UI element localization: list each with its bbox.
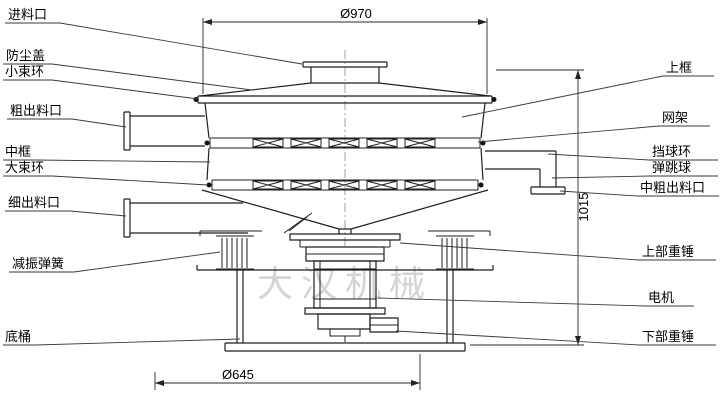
leader-mid-coarse-outlet <box>559 190 719 197</box>
leader-screen-frame <box>477 125 710 143</box>
label-bouncing-ball: 弹跳球 <box>652 160 691 175</box>
leader-feed-inlet <box>5 22 303 65</box>
label-upper-frame: 上框 <box>666 60 692 75</box>
dim-top-diameter-text: Ø970 <box>340 6 372 21</box>
clamp-bolt-right <box>491 97 497 102</box>
leader-damping-spring <box>9 251 221 273</box>
label-fine-outlet: 细出料口 <box>8 195 60 210</box>
label-small-clamp-ring: 小束环 <box>5 64 44 79</box>
label-base-barrel: 底桶 <box>5 329 31 344</box>
dimension-overall-height: 1015 <box>470 69 591 346</box>
label-motor: 电机 <box>648 290 674 305</box>
motor-assembly-drawing <box>283 212 401 342</box>
leader-dust-cover <box>3 63 253 91</box>
upper-mount-plate <box>289 233 401 241</box>
labels-right: 上框 网架 挡球环 弹跳球 中粗出料口 上部重锤 电机 下部重锤 <box>377 60 719 346</box>
clamp-bolt-left <box>193 97 199 102</box>
label-lower-weight: 下部重锤 <box>642 329 694 344</box>
lower-flange <box>304 307 386 315</box>
bottom-rim-drawing <box>199 230 491 236</box>
leader-large-clamp-ring <box>3 175 209 186</box>
leader-middle-frame <box>3 159 211 163</box>
screen-frame-row-upper <box>204 137 486 149</box>
leader-coarse-outlet <box>7 118 127 128</box>
label-middle-frame: 中框 <box>5 144 31 159</box>
leader-motor <box>377 297 694 307</box>
label-damping-spring: 减振弹簧 <box>12 256 64 271</box>
label-ball-stop-ring: 挡球环 <box>652 144 691 159</box>
middle-frame-drawing <box>206 147 484 181</box>
leader-base-barrel <box>3 338 241 346</box>
lower-cone-drawing <box>201 189 489 234</box>
machine-drawing <box>123 61 566 352</box>
dimension-top-diameter: Ø970 <box>202 6 488 94</box>
label-feed-inlet: 进料口 <box>8 7 47 22</box>
damping-spring-left <box>216 235 254 270</box>
base-barrel-drawing <box>196 265 494 352</box>
small-clamp-ring-drawing <box>197 95 493 104</box>
dust-cover-drawing <box>199 82 491 97</box>
leader-lower-weight <box>395 330 716 346</box>
leader-upper-frame <box>461 75 714 118</box>
screen-frame-row-lower <box>206 179 484 191</box>
dimension-bottom-diameter: Ø645 <box>154 354 421 390</box>
top-bracket <box>283 212 313 234</box>
damping-spring-right <box>436 235 474 270</box>
leader-ball-stop-ring <box>547 153 718 161</box>
label-screen-frame: 网架 <box>662 110 688 125</box>
leader-upper-weight <box>399 242 716 261</box>
leader-small-clamp-ring <box>3 79 199 100</box>
fine-outlet-drawing <box>123 198 248 238</box>
feed-inlet-drawing <box>302 61 388 84</box>
labels-left: 进料口 防尘盖 小束环 粗出料口 中框 大束环 细出料口 减振弹簧 底桶 <box>3 7 303 346</box>
label-dust-cover: 防尘盖 <box>6 48 45 63</box>
upper-frame-drawing <box>204 102 486 139</box>
coarse-outlet-drawing <box>123 111 205 151</box>
lower-weight-drawing <box>317 313 371 330</box>
mid-coarse-outlet-drawing <box>485 150 566 195</box>
dim-bottom-diameter-text: Ø645 <box>222 367 254 382</box>
label-coarse-outlet: 粗出料口 <box>10 103 62 118</box>
lower-weight-offset-block <box>369 317 399 333</box>
label-upper-weight: 上部重锤 <box>642 244 694 259</box>
label-large-clamp-ring: 大束环 <box>5 160 44 175</box>
label-mid-coarse-outlet: 中粗出料口 <box>640 180 705 195</box>
leader-bouncing-ball <box>551 175 718 179</box>
dim-overall-height-text: 1015 <box>576 193 591 222</box>
upper-weight-drawing <box>305 246 385 262</box>
top-bracket-bolts <box>288 216 308 232</box>
leader-fine-outlet <box>5 210 127 217</box>
